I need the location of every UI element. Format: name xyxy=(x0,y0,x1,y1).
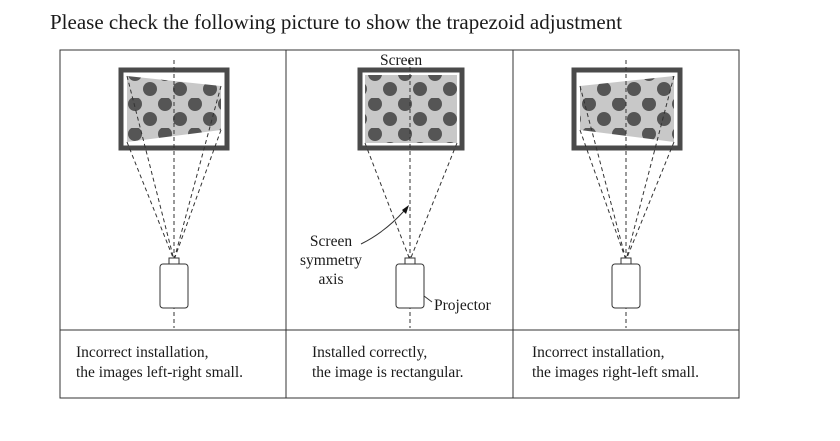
projector-left xyxy=(159,257,189,309)
symmetry-axis-label: Screen symmetry axis xyxy=(295,232,367,289)
panel-left-illustration xyxy=(118,60,230,328)
arrow-head xyxy=(402,205,409,214)
caption-left-line-1: Incorrect installation, xyxy=(76,344,209,361)
projection-rays-left xyxy=(126,60,222,328)
caption-right: Incorrect installation, the images right… xyxy=(532,343,699,383)
projection-rays-right xyxy=(579,60,675,328)
axis-label-line-2: symmetry xyxy=(300,252,362,269)
caption-right-line-1: Incorrect installation, xyxy=(532,344,665,361)
axis-label-line-1: Screen xyxy=(309,233,353,250)
grid-outer-border xyxy=(59,49,740,399)
projection-rays-center xyxy=(364,60,458,328)
caption-left: Incorrect installation, the images left-… xyxy=(76,343,243,383)
projected-image-center xyxy=(365,75,457,143)
caption-right-line-2: the images right-left small. xyxy=(532,364,700,381)
projector-center xyxy=(395,257,425,309)
caption-center-line-2: the image is rectangular. xyxy=(312,364,464,381)
page-title: Please check the following picture to sh… xyxy=(50,10,623,34)
projector-label: Projector xyxy=(434,297,491,314)
panel-grid xyxy=(59,49,740,399)
projected-image-right xyxy=(580,76,674,142)
projector-right xyxy=(611,257,641,309)
caption-center: Installed correctly, the image is rectan… xyxy=(312,343,464,383)
panel-right-illustration xyxy=(571,60,683,328)
panel-center-illustration xyxy=(357,60,465,328)
symmetry-axis-pointer xyxy=(360,210,405,245)
projector-label-leader xyxy=(423,295,433,303)
caption-center-line-1: Installed correctly, xyxy=(312,344,428,361)
caption-left-line-2: the images left-right small. xyxy=(76,364,244,381)
axis-label-line-3: axis xyxy=(318,271,344,288)
screen-label: Screen xyxy=(380,52,423,69)
